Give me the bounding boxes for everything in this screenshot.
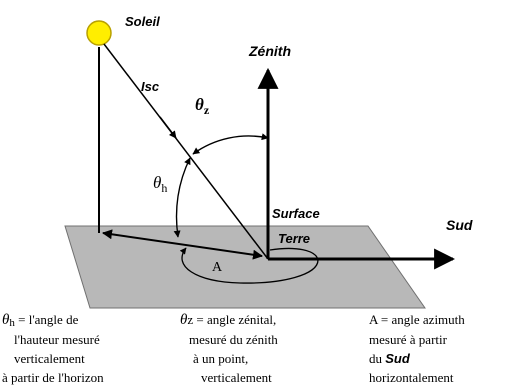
caption-zenith-text1: z = angle zénital, — [187, 312, 276, 327]
caption-azimuth: A = angle azimuth mesuré à partir du Sud… — [369, 312, 465, 385]
caption-zenith-line2: mesuré du zénith — [189, 332, 278, 347]
theta-z-subscript: z — [204, 103, 210, 117]
sun-ray — [103, 43, 269, 260]
azimuth-marker-label: A — [212, 260, 223, 275]
caption-azimuth-line1: A = angle azimuth — [369, 312, 465, 327]
altitude-angle-arc — [173, 157, 191, 238]
caption-altitude-subscript: h — [9, 317, 15, 329]
theta-h-symbol: θ — [153, 173, 161, 192]
caption-zenith: θz = angle zénital, mesuré du zénith à u… — [180, 312, 278, 385]
surface-label: Surface — [272, 206, 320, 221]
sun-icon — [86, 20, 112, 46]
caption-azimuth-line2: mesuré à partir — [369, 332, 448, 347]
sun-ray-arrow — [159, 116, 177, 139]
caption-azimuth-line3: du Sud — [369, 351, 411, 366]
sun-label: Soleil — [125, 14, 160, 29]
caption-altitude: θh = l'angle de l'hauteur mesuré vertica… — [2, 312, 104, 385]
zenith-angle-arc — [192, 133, 269, 155]
caption-zenith-line4: verticalement — [201, 370, 272, 385]
caption-altitude-text1: = l'angle de — [15, 312, 79, 327]
theta-h-label: θh — [153, 173, 167, 195]
ground-plane — [64, 225, 426, 309]
caption-zenith-line3: à un point, — [193, 351, 248, 366]
isc-label: Isc — [141, 79, 160, 94]
sud-label: Sud — [446, 217, 473, 233]
terre-label: Terre — [278, 231, 310, 246]
ground-projection-line — [102, 229, 263, 260]
theta-z-label: θz — [195, 95, 210, 117]
azimuth-angle-ellipse — [179, 247, 319, 284]
caption-zenith-line1: θz = angle zénital, — [180, 312, 276, 328]
caption-azimuth-prefix: du — [369, 351, 385, 366]
caption-azimuth-sud: Sud — [385, 351, 411, 366]
caption-azimuth-line4: horizontalement — [369, 370, 454, 385]
caption-altitude-line3: verticalement — [14, 351, 85, 366]
theta-h-subscript: h — [161, 181, 167, 195]
theta-z-symbol: θ — [195, 95, 204, 114]
zenith-label: Zénith — [248, 43, 291, 59]
caption-zenith-symbol: θ — [180, 312, 188, 328]
caption-altitude-symbol: θ — [2, 312, 10, 328]
caption-altitude-line1: θh = l'angle de — [2, 312, 79, 329]
caption-altitude-line2: l'hauteur mesuré — [14, 332, 100, 347]
caption-altitude-line4: à partir de l'horizon — [2, 370, 104, 385]
